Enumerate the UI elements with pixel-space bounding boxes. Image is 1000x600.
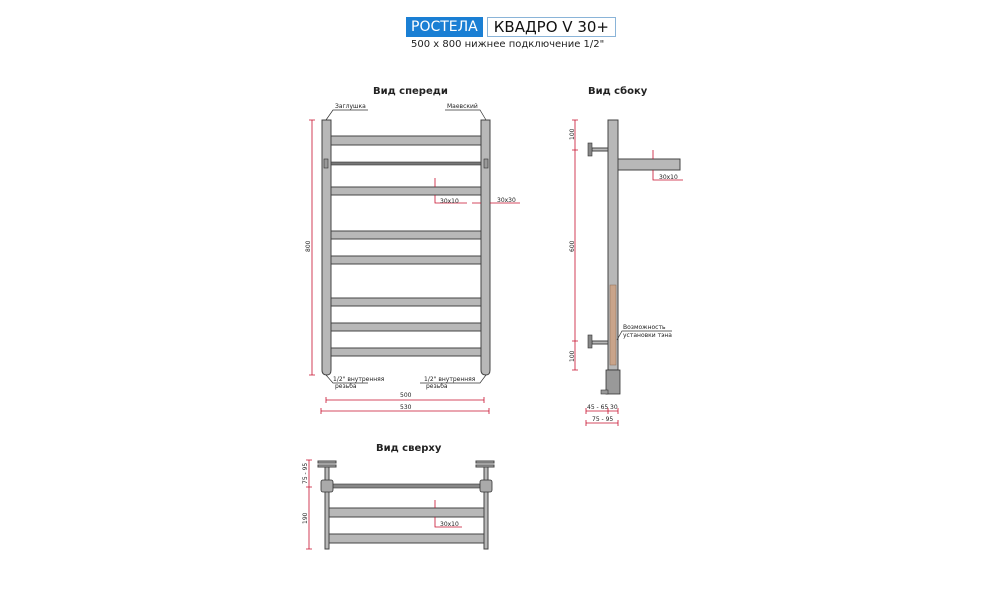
- towel-bar: [330, 255, 482, 265]
- heater-area: [609, 284, 617, 366]
- top-bar: [328, 533, 485, 544]
- top-wall-gap-dim: 75 - 95: [302, 463, 309, 484]
- thread-right-1: 1/2" внутренняя: [424, 376, 476, 383]
- valve-label: Маевский: [447, 103, 478, 110]
- heater-note-2: установки тэна: [623, 332, 672, 339]
- wall-mount-bottom: [591, 340, 609, 345]
- towel-bar: [330, 347, 482, 357]
- post-dim: 30: [610, 404, 618, 411]
- left-upright: [321, 119, 332, 376]
- heater-box: [605, 369, 621, 395]
- towel-bar: [330, 186, 482, 196]
- model-name: КВАДРО V 30+: [486, 17, 616, 37]
- wall-mount-top: [591, 147, 609, 152]
- towel-bar: [330, 297, 482, 307]
- towel-rod: [330, 161, 482, 166]
- front-view-title: Вид спереди: [373, 86, 448, 97]
- top-bar-size-dim: 30x10: [440, 521, 459, 528]
- outer-width-dim: 530: [400, 404, 412, 411]
- towel-bar: [330, 322, 482, 332]
- height-dim: 800: [305, 240, 312, 252]
- towel-bar: [330, 230, 482, 240]
- plug-label: Заглушка: [335, 103, 366, 110]
- bar-size-dim: 30x10: [440, 198, 459, 205]
- subtitle: 500 x 800 нижнее подключение 1/2": [411, 39, 605, 50]
- top-rod: [330, 483, 482, 489]
- middle-dim: 600: [569, 240, 576, 252]
- top-offset-dim: 100: [569, 128, 576, 140]
- side-view-title: Вид сбоку: [588, 85, 648, 97]
- front-view: Вид спереди Заглушка Маевский 800 30x10 …: [305, 86, 520, 414]
- brand-logo: РОСТЕЛА: [406, 17, 483, 37]
- top-depth-dim: 190: [302, 512, 309, 524]
- shelf-size-dim: 30x10: [659, 174, 678, 181]
- left-post: [324, 466, 330, 550]
- depth-dim: 75 - 95: [592, 416, 613, 423]
- top-view-title: Вид сверху: [376, 443, 442, 454]
- thread-right-2: резьба: [426, 383, 448, 390]
- side-view: Вид сбоку 100 600 100 30x10 Возможность …: [569, 85, 683, 426]
- thread-left-2: резьба: [335, 383, 357, 390]
- heater-note-1: Возможность: [623, 324, 666, 331]
- top-bar: [328, 507, 485, 518]
- thread-left-1: 1/2" внутренняя: [333, 376, 385, 383]
- towel-bar: [330, 135, 482, 146]
- right-post: [483, 466, 489, 550]
- shelf-arm: [617, 158, 681, 171]
- wall-gap-dim: 45 - 65: [587, 404, 608, 411]
- top-view: Вид сверху 75 - 95 190 30x10: [302, 443, 495, 550]
- right-upright: [480, 119, 491, 376]
- post-size-dim: 30x30: [497, 197, 516, 204]
- bottom-offset-dim: 100: [569, 350, 576, 362]
- inner-width-dim: 500: [400, 392, 412, 399]
